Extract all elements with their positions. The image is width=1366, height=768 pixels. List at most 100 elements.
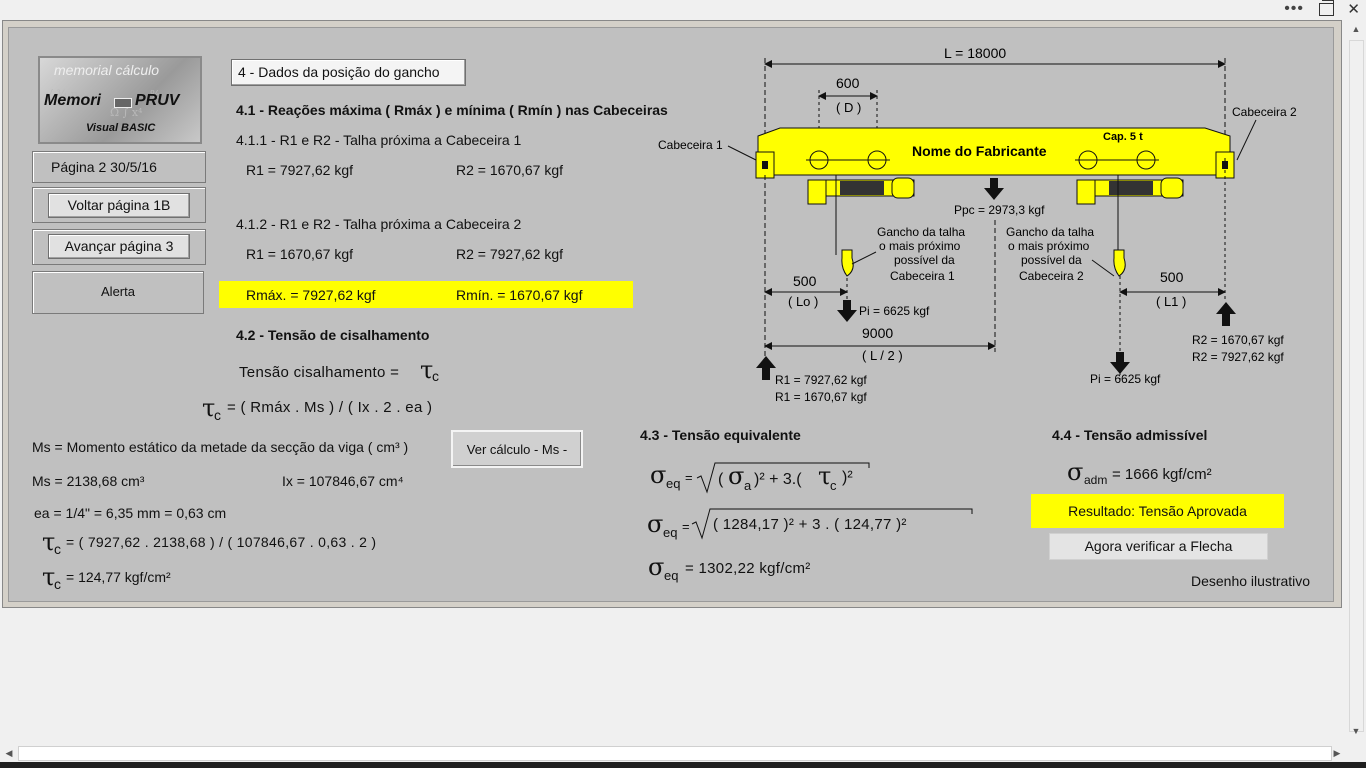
svg-text:possível da: possível da (1021, 253, 1082, 267)
cabeceira-2-pointer (1236, 119, 1257, 161)
verify-deflection-button[interactable]: Agora verificar a Flecha (1049, 533, 1268, 560)
r2-arrow (1216, 302, 1236, 326)
dim-L1-value: 500 (1160, 269, 1184, 285)
dim-Lo-label: ( Lo ) (788, 294, 818, 309)
tau-definition: Tensão cisalhamento = (239, 364, 400, 381)
horizontal-scrollbar[interactable]: ◀ ▶ (0, 744, 1346, 762)
sigma-a-symbol: σ (728, 462, 745, 490)
tau-result: = 124,77 kgf/cm² (66, 569, 171, 585)
tau-formula-symbol: τ (202, 394, 216, 422)
window-titlebar: ••• ✕ (0, 0, 1366, 20)
s412-r2: R2 = 7927,62 kgf (456, 246, 564, 262)
vertical-scroll-track[interactable] (1349, 40, 1364, 732)
svg-text:%: % (150, 88, 160, 101)
eq1-open: ( (718, 471, 724, 488)
adm-value: = 1666 kgf/cm² (1112, 466, 1212, 483)
tau-result-symbol: τ (42, 563, 56, 591)
sqrt-sign-2 (691, 508, 973, 540)
r2-value-b: R2 = 7927,62 kgf (1192, 350, 1284, 364)
next-page-button[interactable]: Avançar página 3 (48, 234, 190, 259)
taskbar-edge (0, 762, 1366, 768)
cabeceira-1-label: Cabeceira 1 (658, 138, 723, 152)
sqrt-sign-1 (696, 462, 870, 494)
ms-definition: Ms = Momento estático da metade da secçã… (32, 439, 409, 455)
s43-title: 4.3 - Tensão equivalente (640, 427, 801, 443)
svg-text:Cabeceira 2: Cabeceira 2 (1019, 269, 1084, 283)
tau-eq1-subscript: c (830, 478, 837, 493)
back-page-button[interactable]: Voltar página 1B (48, 193, 190, 218)
ppc-arrow (984, 178, 1004, 200)
s412-title: 4.1.2 - R1 e R2 - Talha próxima a Cabece… (236, 216, 522, 232)
page-info-box: Página 2 30/5/16 (32, 151, 206, 183)
ver-calculo-ms-button[interactable]: Ver cálculo - Ms - (451, 430, 583, 468)
s44-title: 4.4 - Tensão admissível (1052, 427, 1208, 443)
ppc-label: Ppc = 2973,3 kgf (954, 203, 1045, 217)
svg-text:o mais próximo: o mais próximo (1008, 239, 1090, 253)
scroll-left-icon[interactable]: ◀ (5, 748, 13, 758)
manufacturer-label: Nome do Fabricante (912, 143, 1047, 159)
ix-value: Ix = 107846,67 cm⁴ (282, 473, 404, 489)
tau-result-subscript: c (54, 576, 61, 592)
close-icon[interactable]: ✕ (1347, 1, 1360, 18)
restore-window-icon[interactable] (1319, 0, 1334, 16)
section-header-button[interactable]: 4 - Dados da posição do gancho (231, 59, 466, 86)
sigma-adm-subscript: adm (1084, 473, 1108, 487)
hoist-1 (807, 175, 915, 255)
wheel-1 (762, 161, 768, 169)
vertical-scrollbar[interactable]: ▲ ▼ (1346, 20, 1366, 742)
s42-title: 4.2 - Tensão de cisalhamento (236, 327, 430, 343)
r1-value-a: R1 = 7927,62 kgf (775, 373, 867, 387)
memoripruv-logo: √ ¾ π Σ Ω ∫ x⁴ % memorial cálculo Memori… (38, 56, 202, 144)
sigma-eq3-subscript: eq (664, 568, 679, 583)
s411-title: 4.1.1 - R1 e R2 - Talha próxima a Cabece… (236, 132, 522, 148)
capacity-label: Cap. 5 t (1103, 131, 1143, 143)
sigma-eq2-symbol: σ (647, 510, 664, 538)
tau-calc-subscript: c (54, 541, 61, 557)
dim-half-label: ( L / 2 ) (862, 348, 903, 363)
more-options-icon[interactable]: ••• (1284, 0, 1304, 17)
result-badge: Resultado: Tensão Aprovada (1031, 494, 1284, 528)
r1-value-b: R1 = 1670,67 kgf (775, 390, 867, 404)
logo-memori: Memori (44, 92, 101, 109)
back-button-frame (32, 187, 206, 223)
horizontal-scroll-track[interactable] (18, 746, 1332, 761)
s41-title: 4.1 - Reações máxima ( Rmáx ) e mínima (… (236, 102, 668, 118)
tau-eq1-symbol: τ (818, 462, 832, 490)
alert-box: Alerta (32, 271, 204, 314)
pi-1-label: Pi = 6625 kgf (859, 304, 930, 318)
scroll-right-icon[interactable]: ▶ (1333, 748, 1341, 758)
rmax-value: Rmáx. = 7927,62 kgf (246, 287, 376, 303)
svg-text:Ω ∫ x⁴: Ω ∫ x⁴ (110, 106, 143, 119)
page-info: Página 2 30/5/16 (51, 159, 157, 175)
scroll-down-icon[interactable]: ▼ (1351, 726, 1361, 736)
hook-1-note: Gancho da talha o mais próximo possível … (877, 225, 965, 283)
crane-drawing: L = 18000 600 ( D ) Nome do Fabricante C… (658, 45, 1297, 404)
rmax-rmin-highlight (219, 281, 633, 308)
hoist-2 (1076, 175, 1184, 255)
sigma-eq3-symbol: σ (648, 553, 665, 581)
sigma-a-subscript: a (744, 478, 752, 493)
s412-r1: R1 = 1670,67 kgf (246, 246, 354, 262)
sigma-adm-symbol: σ (1067, 458, 1084, 486)
eq2-body: ( 1284,17 )² + 3 . ( 124,77 )² (713, 516, 907, 533)
ea-value: ea = 1/4" = 6,35 mm = 0,63 cm (34, 505, 227, 521)
sigma-eq2-subscript: eq (663, 525, 678, 540)
pi-2-arrow (1110, 352, 1130, 374)
cabeceira-1-pointer (727, 145, 757, 161)
svg-text:o mais próximo: o mais próximo (879, 239, 961, 253)
tau-symbol: τ (420, 356, 434, 384)
sigma-eq1-symbol: σ (650, 461, 667, 489)
rmin-value: Rmín. = 1670,67 kgf (456, 287, 583, 303)
dim-Lo-value: 500 (793, 273, 817, 289)
r1-arrow (756, 356, 776, 380)
logo-separator (114, 98, 132, 108)
svg-text:Gancho da talha: Gancho da talha (877, 225, 965, 239)
r2-value-a: R2 = 1670,67 kgf (1192, 333, 1284, 347)
dim-half-value: 9000 (862, 325, 893, 341)
logo-pruv: PRUV (135, 92, 180, 109)
pi-1-arrow (837, 300, 857, 322)
hook-1-pointer (851, 251, 877, 265)
svg-text:Gancho da talha: Gancho da talha (1006, 225, 1094, 239)
s411-r1: R1 = 7927,62 kgf (246, 162, 354, 178)
scroll-up-icon[interactable]: ▲ (1351, 24, 1361, 34)
